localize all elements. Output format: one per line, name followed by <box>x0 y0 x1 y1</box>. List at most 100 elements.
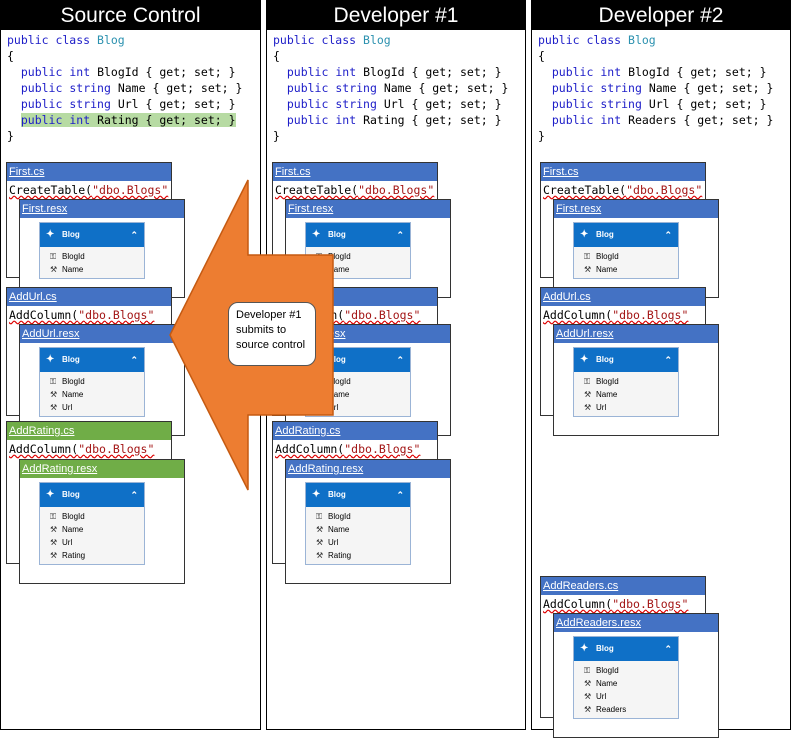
migration-resx-file[interactable]: First.resx ✦Blog⌃⚿BlogId⚒Name <box>19 199 185 298</box>
migration-resx-file[interactable]: AddRating.resx✦Blog⌃⚿BlogId⚒Name⚒Url⚒Rat… <box>285 459 451 584</box>
wrench-icon: ⚒ <box>316 403 324 412</box>
cs-file-title[interactable]: AddReaders.cs <box>541 577 705 595</box>
cs-file-code: AddColumn("dbo.Blogs" <box>275 442 421 456</box>
entity-property: ⚿BlogId <box>584 252 619 261</box>
wrench-icon: ⚒ <box>584 679 592 688</box>
class-code: public class Blog { public int BlogId { … <box>273 33 509 143</box>
migration-resx-file[interactable]: AddUrl.resx✦Blog⌃⚿BlogId⚒Name⚒Url <box>553 324 719 436</box>
wrench-icon: ⚒ <box>50 538 58 547</box>
entity-header: ✦Blog⌃ <box>306 483 410 507</box>
entity-property: ⚒Name <box>584 390 618 399</box>
resx-file-title[interactable]: First.resx <box>286 200 450 218</box>
key-icon: ⚿ <box>316 377 323 386</box>
cs-file-code: AddColumn("dbo.Blogs" <box>9 308 155 322</box>
entity-property: ⚒Url <box>584 692 607 701</box>
collapse-caret-icon[interactable]: ⌃ <box>130 490 138 500</box>
resx-file-title[interactable]: AddReaders.resx <box>554 614 718 632</box>
wrench-icon: ⚒ <box>50 525 58 534</box>
resx-file-title[interactable]: AddRating.resx <box>286 460 450 478</box>
entity-property: ⚿BlogId <box>50 377 85 386</box>
cs-file-code: AddColumn("dbo.Blogs" <box>543 597 689 611</box>
entity-header: ✦Blog⌃ <box>40 483 144 507</box>
wrench-icon: ⚒ <box>50 265 58 274</box>
key-icon: ⚿ <box>50 377 57 386</box>
entity-box: ✦Blog⌃⚿BlogId⚒Name⚒Url <box>573 347 679 417</box>
entity-property: ⚒Name <box>316 525 350 534</box>
collapse-caret-icon[interactable]: ⌃ <box>130 355 138 365</box>
collapse-caret-icon[interactable]: ⌃ <box>664 230 672 240</box>
entity-properties: ⚿BlogId⚒Name⚒Url⚒Rating <box>40 507 144 564</box>
entity-property: ⚒Name <box>584 265 618 274</box>
migration-resx-file[interactable]: First.resx✦Blog⌃⚿BlogId⚒Name <box>285 199 451 298</box>
entity-property: ⚿BlogId <box>584 377 619 386</box>
entity-header: ✦Blog⌃ <box>574 637 678 661</box>
migration-resx-file[interactable]: First.resx✦Blog⌃⚿BlogId⚒Name <box>553 199 719 298</box>
entity-box: ✦Blog⌃⚿BlogId⚒Name <box>573 222 679 279</box>
entity-property: ⚿BlogId <box>316 252 351 261</box>
entity-property: ⚒Name <box>50 265 84 274</box>
column-title: Developer #1 <box>267 1 525 30</box>
wrench-icon: ⚒ <box>584 692 592 701</box>
entity-header: ✦Blog⌃ <box>306 348 410 372</box>
cs-file-title[interactable]: First.cs <box>273 163 437 181</box>
wrench-icon: ⚒ <box>50 551 58 560</box>
entity-icon: ✦ <box>580 229 589 240</box>
migration-resx-file[interactable]: AddRating.resx✦Blog⌃⚿BlogId⚒Name⚒Url⚒Rat… <box>19 459 185 584</box>
collapse-caret-icon[interactable]: ⌃ <box>664 644 672 654</box>
entity-property: ⚿BlogId <box>50 512 85 521</box>
entity-property: ⚿BlogId <box>316 377 351 386</box>
migration-resx-file[interactable]: AddUrl.resx✦Blog⌃⚿BlogId⚒Name⚒Url <box>19 324 185 436</box>
entity-box: ✦Blog⌃⚿BlogId⚒Name <box>305 222 411 279</box>
entity-box: ✦Blog⌃⚿BlogId⚒Name <box>39 222 145 279</box>
column-title: Developer #2 <box>532 1 790 30</box>
resx-file-title[interactable]: First.resx <box>20 200 184 218</box>
highlighted-property: public int Rating { get; set; } <box>20 113 236 127</box>
cs-file-code: AddColumn("dbo.Blogs" <box>543 308 689 322</box>
entity-property: ⚿BlogId <box>584 666 619 675</box>
wrench-icon: ⚒ <box>584 265 592 274</box>
entity-property: ⚒Url <box>50 403 73 412</box>
entity-icon: ✦ <box>46 229 55 240</box>
collapse-caret-icon[interactable]: ⌃ <box>396 230 404 240</box>
entity-box: ✦Blog⌃⚿BlogId⚒Name⚒Url <box>39 347 145 417</box>
cs-file-title[interactable]: AddUrl.cs <box>541 288 705 306</box>
class-code: public class Blog { public int BlogId { … <box>7 33 243 143</box>
entity-properties: ⚿BlogId⚒Name⚒Url <box>306 372 410 416</box>
entity-properties: ⚿BlogId⚒Name <box>40 247 144 278</box>
wrench-icon: ⚒ <box>316 538 324 547</box>
entity-property: ⚒Rating <box>316 551 352 560</box>
collapse-caret-icon[interactable]: ⌃ <box>396 355 404 365</box>
entity-properties: ⚿BlogId⚒Name⚒Url⚒Rating <box>306 507 410 564</box>
cs-file-title[interactable]: AddRating.cs <box>7 422 171 440</box>
entity-property: ⚒Name <box>584 679 618 688</box>
entity-box: ✦Blog⌃⚿BlogId⚒Name⚒Url⚒Rating <box>305 482 411 565</box>
wrench-icon: ⚒ <box>584 390 592 399</box>
entity-properties: ⚿BlogId⚒Name⚒Url <box>574 372 678 416</box>
entity-property: ⚿BlogId <box>316 512 351 521</box>
entity-property: ⚒Name <box>50 390 84 399</box>
entity-properties: ⚿BlogId ⚒Name <box>574 247 678 278</box>
wrench-icon: ⚒ <box>584 705 592 714</box>
collapse-caret-icon[interactable]: ⌃ <box>130 230 138 240</box>
collapse-caret-icon[interactable]: ⌃ <box>664 355 672 365</box>
wrench-icon: ⚒ <box>316 525 324 534</box>
entity-icon: ✦ <box>580 354 589 365</box>
resx-file-title[interactable]: AddUrl.resx <box>554 325 718 343</box>
arrow-note: Developer #1 submits to source control <box>228 302 316 366</box>
resx-file-title[interactable]: AddRating.resx <box>20 460 184 478</box>
wrench-icon: ⚒ <box>584 403 592 412</box>
cs-file-title[interactable]: First.cs <box>541 163 705 181</box>
entity-header: ✦Blog⌃ <box>40 223 144 247</box>
cs-file-title[interactable]: AddRating.cs <box>273 422 437 440</box>
wrench-icon: ⚒ <box>50 403 58 412</box>
entity-icon: ✦ <box>580 643 589 654</box>
cs-file-title[interactable]: AddUrl.cs <box>7 288 171 306</box>
migration-resx-file[interactable]: AddReaders.resx✦Blog⌃⚿BlogId⚒Name⚒Url⚒Re… <box>553 613 719 738</box>
cs-file-title[interactable]: First.cs <box>7 163 171 181</box>
entity-property: ⚒Name <box>50 525 84 534</box>
resx-file-title[interactable]: AddUrl.resx <box>20 325 184 343</box>
collapse-caret-icon[interactable]: ⌃ <box>396 490 404 500</box>
entity-property: ⚒Name <box>316 265 350 274</box>
resx-file-title[interactable]: First.resx <box>554 200 718 218</box>
entity-property: ⚒Url <box>50 538 73 547</box>
